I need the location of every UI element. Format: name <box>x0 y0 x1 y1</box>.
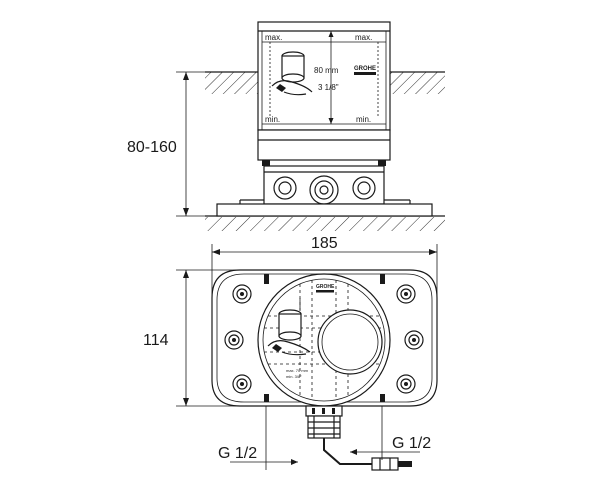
cartridge-circle <box>317 309 383 375</box>
mounting-box: max. max. min. min. 80 mm 3 1/8" GROHE <box>257 21 391 131</box>
depth-dimension: 114 <box>143 269 240 407</box>
valve-body: GROHE max. 70 mm min. 3/8" <box>257 273 391 407</box>
top-view: 185 114 <box>143 235 438 471</box>
min-small-label: min. 3/8" <box>286 374 302 379</box>
width-dimension: 185 <box>211 235 438 300</box>
logo-bar <box>354 72 376 75</box>
brand-logo-top: GROHE <box>316 284 335 290</box>
thread-label-left: G 1/2 <box>218 445 257 462</box>
min-label-right: min. <box>356 115 371 124</box>
screw-icon <box>224 284 424 394</box>
thread-dimension-left: G 1/2 <box>218 406 298 470</box>
side-view: max. max. min. min. 80 mm 3 1/8" GROHE <box>127 21 445 231</box>
max-label-left: max. <box>265 33 282 42</box>
depth-dim-label: 114 <box>143 332 169 349</box>
connector-block <box>305 405 412 471</box>
depth-inch-label: 3 1/8" <box>318 83 339 92</box>
max-small-label: max. 70 mm <box>286 368 309 373</box>
brand-logo: GROHE <box>354 66 376 72</box>
min-label-left: min. <box>265 115 280 124</box>
valve-icon-top <box>267 298 311 356</box>
valve-icon <box>271 51 313 96</box>
depth-mm-label: 80 mm <box>314 66 339 75</box>
thread-label-right: G 1/2 <box>392 435 431 452</box>
height-dimension: 80-160 <box>127 71 217 217</box>
cable-plug <box>371 457 399 471</box>
thread-dimension-right: G 1/2 <box>350 406 431 460</box>
base-frame <box>216 129 433 217</box>
height-dim-label: 80-160 <box>127 139 177 156</box>
max-label-right: max. <box>355 33 372 42</box>
width-dim-label: 185 <box>311 235 338 252</box>
